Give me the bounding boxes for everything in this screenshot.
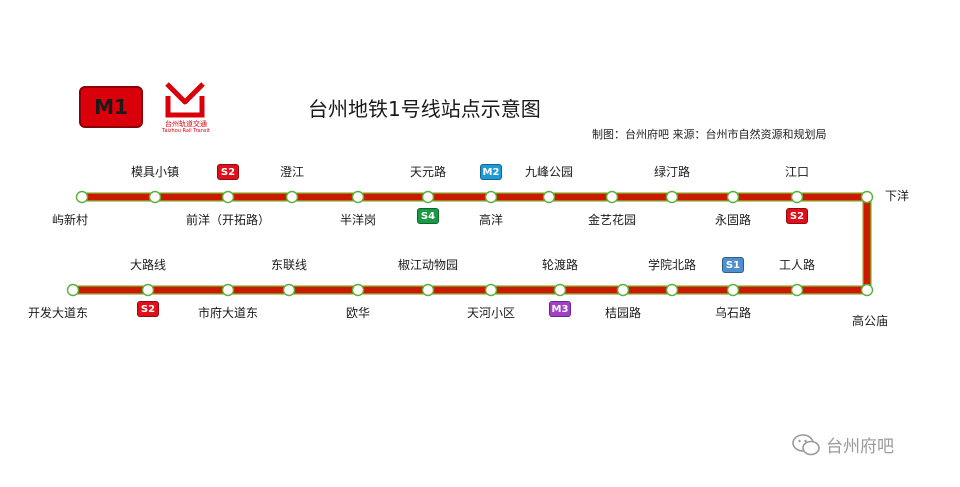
station-dot: [665, 283, 679, 297]
route-line: [73, 192, 872, 295]
watermark: 台州府吧: [792, 432, 894, 457]
station-dot: [141, 283, 155, 297]
route-track: [73, 194, 870, 293]
station-dot: [421, 190, 435, 204]
station-label: 绿汀路: [653, 165, 691, 179]
rail-transit-logo: 台州轨道交通 Taizhou Rail Transit: [160, 82, 210, 134]
station-label: 永固路: [714, 213, 752, 227]
transfer-badge: M2: [480, 164, 502, 180]
station-label: 下洋: [884, 189, 910, 203]
station-dot: [484, 190, 498, 204]
station-dot: [616, 283, 630, 297]
station-label: 工人路: [778, 258, 816, 272]
station-dot: [665, 190, 679, 204]
station-label: 轮渡路: [541, 258, 579, 272]
station-label: 桔园路: [604, 306, 642, 320]
station-dot: [484, 283, 498, 297]
station-label: 乌石路: [714, 306, 752, 320]
station-label: 高洋: [478, 213, 504, 227]
logo-mark-icon: [165, 82, 205, 118]
transfer-badge: S2: [137, 301, 159, 317]
station-dot: [282, 283, 296, 297]
station-label: 天河小区: [466, 306, 516, 320]
station-label: 屿新村: [51, 213, 89, 227]
map-credit: 制图：台州府吧 来源：台州市自然资源和规划局: [592, 128, 827, 141]
station-label: 椒江动物园: [397, 258, 459, 272]
station-dot: [75, 190, 89, 204]
station-label: 模具小镇: [130, 165, 180, 179]
station-dot: [726, 283, 740, 297]
transfer-badge: S4: [417, 208, 439, 224]
station-dot: [285, 190, 299, 204]
line-badge-m1: M1: [79, 86, 143, 128]
station-label: 半洋岗: [339, 213, 377, 227]
station-dot: [790, 283, 804, 297]
station-dot: [421, 283, 435, 297]
station-dot: [553, 283, 567, 297]
station-label: 东联线: [270, 258, 308, 272]
station-label: 大路线: [129, 258, 167, 272]
station-dot: [351, 283, 365, 297]
station-label: 九峰公园: [524, 165, 574, 179]
station-dot: [351, 190, 365, 204]
station-label: 澄江: [279, 165, 305, 179]
station-dot: [790, 190, 804, 204]
transfer-badge: S1: [722, 257, 744, 273]
station-dot: [148, 190, 162, 204]
station-label: 开发大道东: [27, 306, 89, 320]
station-dot: [860, 190, 874, 204]
map-title: 台州地铁1号线站点示意图: [308, 97, 541, 121]
station-dot: [726, 190, 740, 204]
station-label: 市府大道东: [197, 306, 259, 320]
logo-text-cn: 台州轨道交通: [165, 120, 207, 128]
station-label: 江口: [784, 165, 810, 179]
station-label: 金艺花园: [587, 213, 637, 227]
station-dot: [542, 190, 556, 204]
watermark-text: 台州府吧: [826, 437, 894, 457]
transfer-badge: S2: [217, 164, 239, 180]
station-markers: [66, 190, 874, 297]
station-label: 学院北路: [647, 258, 697, 272]
transfer-badge: M3: [549, 301, 571, 317]
station-dot: [860, 283, 874, 297]
station-dot: [66, 283, 80, 297]
station-dot: [221, 283, 235, 297]
station-dot: [605, 190, 619, 204]
logo-text-en: Taizhou Rail Transit: [162, 128, 210, 134]
transfer-badge: S2: [786, 208, 808, 224]
wechat-icon: [792, 433, 820, 455]
station-label: 前洋（开拓路）: [185, 213, 271, 227]
station-dot: [221, 190, 235, 204]
station-label: 高公庙: [851, 314, 889, 328]
station-label: 欧华: [345, 306, 371, 320]
station-label: 天元路: [409, 165, 447, 179]
